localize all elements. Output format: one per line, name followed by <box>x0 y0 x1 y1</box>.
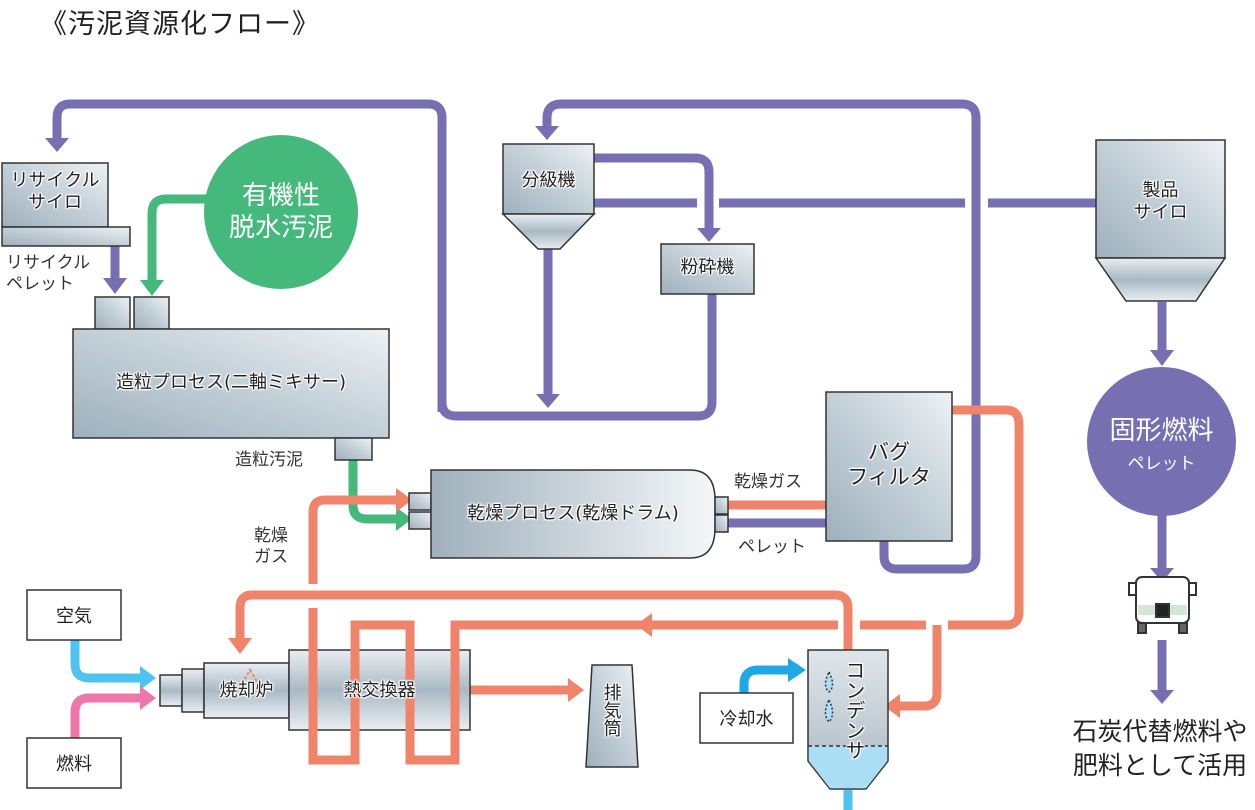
pellet-arrows <box>45 126 1174 704</box>
cooling-water-box <box>699 692 794 744</box>
arrow-down <box>45 138 69 152</box>
recycle-pellet-label: リサイクル ペレット <box>6 253 91 295</box>
arrow-right <box>396 507 412 531</box>
arrow-down <box>103 278 127 294</box>
truck-icon <box>1128 576 1197 634</box>
classifier-loop-line <box>437 294 717 421</box>
granulated-sludge-line <box>348 458 398 524</box>
arrow-down <box>1150 690 1174 704</box>
organic-sludge-node: 有機性 脱水汚泥 <box>204 135 358 289</box>
solid-fuel-label: 固形燃料 <box>1109 415 1214 446</box>
condenser-branch-line <box>898 625 942 711</box>
heat-exchanger-coil <box>308 608 470 765</box>
arrow-down <box>536 394 560 408</box>
classifier-crusher-line <box>594 153 714 230</box>
arrow-down <box>140 280 164 296</box>
bagfilter-out-line <box>948 405 1024 630</box>
arrow-right <box>788 658 806 682</box>
classifier <box>501 143 596 250</box>
arrow-left <box>636 613 652 637</box>
cooling-water-label: 冷却水 <box>719 709 774 730</box>
stack-label: 排気筒 <box>600 683 622 737</box>
pellet-return-line <box>52 99 447 412</box>
organic-sludge-label: 有機性 脱水汚泥 <box>228 180 333 244</box>
arrow-down <box>535 126 559 140</box>
arrow-down <box>1150 350 1174 366</box>
granulation-label: 造粒プロセス(二軸ミキサー) <box>115 372 347 393</box>
pellet-lines <box>52 99 1167 692</box>
dryer-label: 乾燥プロセス(乾燥ドラム) <box>467 503 679 524</box>
air-box <box>26 589 122 641</box>
granulated-sludge-label: 造粒汚泥 <box>235 450 303 470</box>
heat-exchanger-label: 熱交換器 <box>343 680 416 701</box>
solid-fuel-sublabel: ペレット <box>1127 453 1196 474</box>
bag-filter-label: バグ フィルタ <box>847 440 931 490</box>
incinerator-feed-line <box>235 590 853 650</box>
air-label: 空気 <box>56 606 92 627</box>
air-line <box>70 640 142 683</box>
dry-gas-right-label: 乾燥ガス <box>734 472 802 492</box>
bag-filter <box>825 391 953 542</box>
incinerator-label: 焼却炉 <box>219 680 274 701</box>
pellet-label: ペレット <box>738 537 806 557</box>
heat-exchanger <box>288 649 471 731</box>
fuel-line <box>70 693 142 738</box>
product-silo-label: 製品 サイロ <box>1133 180 1188 223</box>
bagfilter-classifier-line <box>542 99 981 574</box>
dry-gas-left-label: 乾燥 ガス <box>254 526 288 568</box>
cooling-water-line <box>739 665 790 695</box>
crusher-label: 粉砕機 <box>680 257 735 278</box>
final-use-label: 石炭代替燃料や 肥料として活用 <box>1072 717 1248 780</box>
arrow-down <box>697 228 721 242</box>
arrow-right <box>140 666 156 690</box>
arrow-down <box>1150 568 1174 582</box>
arrow-right <box>396 488 412 512</box>
product-silo <box>1094 139 1227 302</box>
sludge-mixer-line <box>147 194 212 282</box>
exhaust-stack <box>585 664 639 768</box>
arrow-down <box>228 638 252 654</box>
fuel-box <box>26 737 122 789</box>
solid-fuel-node: 固形燃料 ペレット <box>1087 367 1236 516</box>
crusher <box>660 243 755 295</box>
arrow-right <box>568 678 584 702</box>
page-title: 《汚泥資源化フロー》 <box>40 9 320 40</box>
dry-gas-line <box>308 495 398 584</box>
sludge-lines <box>147 194 398 524</box>
recycle-silo-label: リサイクル サイロ <box>10 170 100 213</box>
arrow-left <box>884 694 900 718</box>
granulation-mixer <box>72 296 390 461</box>
recycle-silo <box>1 162 131 247</box>
condenser-label: コンデンサ <box>842 660 866 760</box>
dryer-drum <box>408 469 729 559</box>
incinerator <box>159 662 290 719</box>
classifier-label: 分級機 <box>521 170 576 191</box>
arrow-right <box>140 686 156 710</box>
condenser <box>807 649 889 790</box>
fuel-label: 燃料 <box>56 754 92 775</box>
